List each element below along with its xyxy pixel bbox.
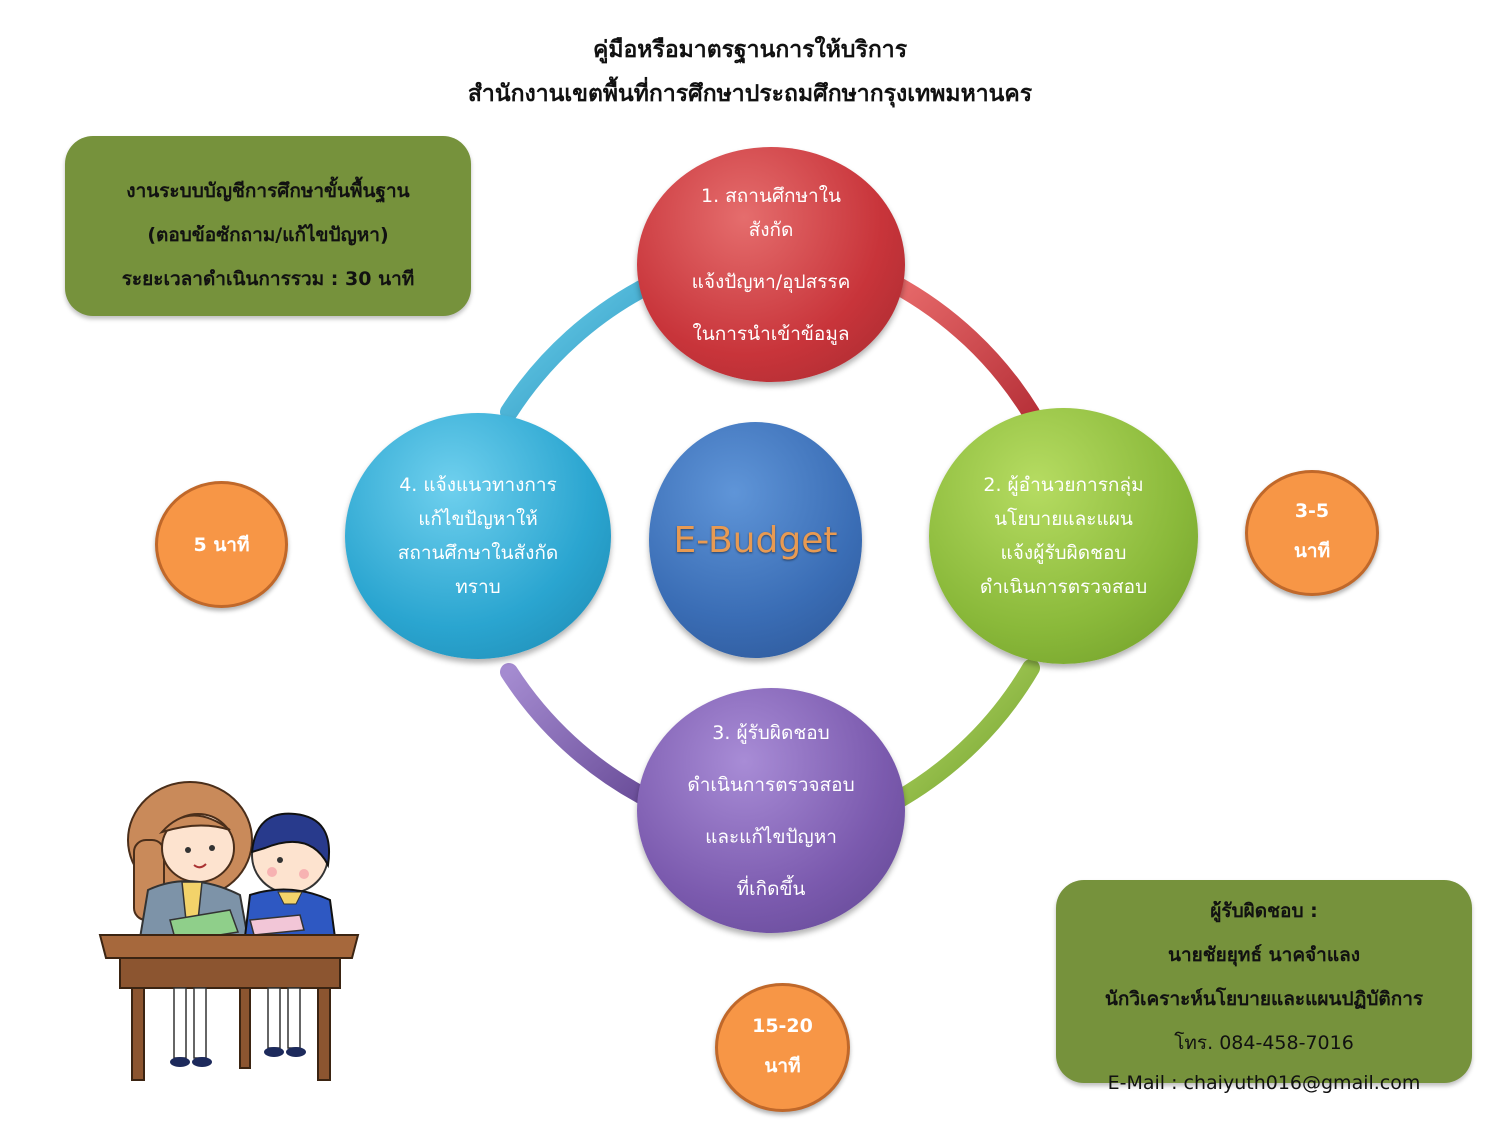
service-duration: ระยะเวลาดำเนินการรวม : 30 นาที bbox=[121, 268, 415, 290]
step-4-line4: ทราบ bbox=[455, 576, 501, 598]
page-title-line2: สำนักงานเขตพื้นที่การศึกษาประถมศึกษากรุง… bbox=[467, 81, 1033, 107]
time-right-line2: นาที bbox=[1293, 540, 1331, 562]
step-2-line3: แจ้งผู้รับผิดชอบ bbox=[1000, 542, 1127, 564]
teacher-student-illustration bbox=[98, 781, 360, 1081]
step-2-circle: 2. ผู้อำนวยการกลุ่ม นโยบายและแผน แจ้งผู้… bbox=[929, 408, 1198, 664]
step-3-circle: 3. ผู้รับผิดชอบ ดำเนินการตรวจสอบ และแก้ไ… bbox=[637, 688, 905, 933]
time-bottom-line2: นาที bbox=[764, 1054, 801, 1077]
contact-heading: ผู้รับผิดชอบ : bbox=[1210, 900, 1318, 922]
arc-step3-to-step4 bbox=[500, 663, 654, 806]
time-badge-right: 3-5 นาที bbox=[1245, 470, 1379, 596]
arc-step2-to-step3 bbox=[887, 659, 1040, 810]
page-title-line1: คู่มือหรือมาตรฐานการให้บริการ bbox=[592, 37, 908, 63]
step-4-line1: 4. แจ้งแนวทางการ bbox=[399, 474, 557, 496]
step-1-circle: 1. สถานศึกษาใน สังกัด แจ้งปัญหา/อุปสรรค … bbox=[637, 147, 905, 382]
time-badge-bottom: 15-20 นาที bbox=[715, 983, 850, 1112]
step-3-line2: ดำเนินการตรวจสอบ bbox=[687, 773, 855, 796]
step-3-line3: และแก้ไขปัญหา bbox=[705, 825, 837, 848]
step-1-line1: 1. สถานศึกษาใน bbox=[701, 184, 841, 207]
center-circle: E-Budget bbox=[649, 422, 862, 658]
step-4-circle: 4. แจ้งแนวทางการ แก้ไขปัญหาให้ สถานศึกษา… bbox=[345, 413, 611, 659]
contact-email[interactable]: E-Mail : chaiyuth016@gmail.com bbox=[1107, 1072, 1421, 1094]
contact-phone: โทร. 084-458-7016 bbox=[1174, 1032, 1354, 1054]
center-label: E-Budget bbox=[673, 519, 838, 561]
step-1-line4: ในการนำเข้าข้อมูล bbox=[692, 322, 850, 345]
step-4-line2: แก้ไขปัญหาให้ bbox=[418, 508, 538, 530]
arc-step1-to-step2 bbox=[884, 274, 1040, 422]
step-1-line2: สังกัด bbox=[748, 218, 794, 241]
time-bottom-line1: 15-20 bbox=[752, 1014, 813, 1037]
contact-name: นายชัยยุทธ์ นาคจำแลง bbox=[1167, 944, 1361, 966]
time-left-label: 5 นาที bbox=[193, 533, 250, 556]
service-name: งานระบบบัญชีการศึกษาขั้นพื้นฐาน bbox=[126, 180, 410, 202]
step-4-line3: สถานศึกษาในสังกัด bbox=[397, 542, 559, 564]
step-2-line1: 2. ผู้อำนวยการกลุ่ม bbox=[983, 474, 1144, 496]
step-2-line2: นโยบายและแผน bbox=[994, 508, 1133, 530]
service-info-box: งานระบบบัญชีการศึกษาขั้นพื้นฐาน (ตอบข้อซ… bbox=[65, 136, 471, 316]
contact-position: นักวิเคราะห์นโยบายและแผนปฏิบัติการ bbox=[1104, 988, 1424, 1010]
contact-box: ผู้รับผิดชอบ : นายชัยยุทธ์ นาคจำแลง นักว… bbox=[1056, 880, 1472, 1094]
step-2-line4: ดำเนินการตรวจสอบ bbox=[979, 576, 1148, 598]
service-type: (ตอบข้อซักถาม/แก้ไขปัญหา) bbox=[147, 224, 389, 246]
step-1-line3: แจ้งปัญหา/อุปสรรค bbox=[691, 270, 851, 293]
step-3-line4: ที่เกิดขึ้น bbox=[736, 877, 806, 900]
time-badge-left: 5 นาที bbox=[155, 481, 288, 608]
step-3-line1: 3. ผู้รับผิดชอบ bbox=[712, 721, 830, 744]
arc-step4-to-step1 bbox=[500, 274, 662, 421]
time-right-line1: 3-5 bbox=[1294, 500, 1330, 522]
